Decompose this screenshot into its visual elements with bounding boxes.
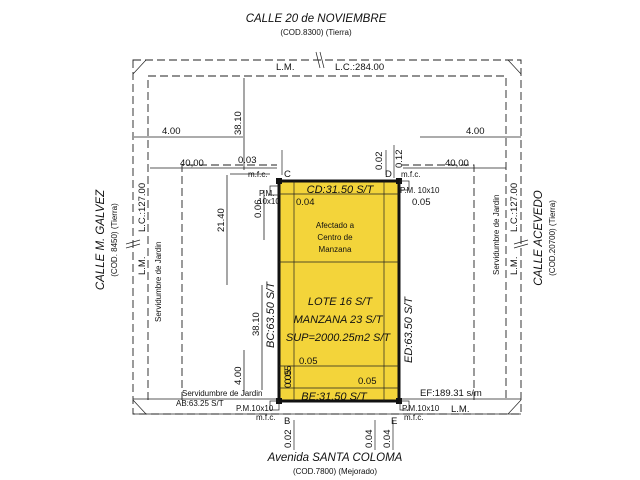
dim-40-00-left: 40,00 [180, 158, 204, 169]
dim-0-04-bottom-left: 0.04 [364, 430, 375, 449]
lot-surface: SUP=2000.25m2 S/T [286, 332, 392, 344]
pm-ne: P.M. 10x10 [400, 186, 440, 195]
point-e-marker [396, 398, 402, 404]
lm-label-top: L.M. [276, 62, 294, 73]
pm-se: P.M.10x10 [402, 404, 440, 413]
ab-label: AB:63.25 S/T [176, 399, 224, 408]
dim-4-00-left: 4.00 [162, 126, 181, 137]
servidumbre-label-west: Servidumbre de Jardin [154, 242, 163, 322]
street-east-code: (COD.20700) (Tierra) [548, 200, 557, 276]
lot-0-05-top: 0.05 [412, 197, 431, 208]
servidumbre-line-inner [147, 75, 507, 400]
pm-ne-box [399, 180, 410, 191]
servidumbre-label-east: Servidumbre de Jardin [492, 195, 501, 275]
lm-label-left: L.M. [137, 257, 148, 275]
pm-se-box [399, 400, 410, 411]
dim-0-05-bottom-left: 0.05 [283, 370, 294, 389]
lot-ed: ED:63.50 S/T [403, 296, 415, 363]
servidumbre-sw-label: Servidumbre de Jardin [182, 389, 262, 398]
dim-0-12: 0.12 [394, 150, 405, 169]
point-c-marker [276, 178, 282, 184]
lot-polygon [277, 179, 401, 403]
servidumbre-line-east-inner [402, 164, 475, 400]
tick-right-1 [513, 239, 529, 245]
tick-top-2 [319, 51, 325, 69]
pm-sw: P.M.10x10 [236, 404, 274, 413]
dim-0-04-bottom-right: 0.04 [382, 430, 393, 449]
dim-0-06: 0.06 [253, 200, 264, 219]
lot-0-04-top: 0.04 [296, 197, 315, 208]
lot-number: LOTE 16 S/T [308, 296, 373, 308]
street-south-code: (COD.7800) (Mejorado) [293, 467, 377, 476]
lc-label-left: L.C.:127.00 [137, 183, 148, 232]
point-b-label: B [284, 416, 290, 427]
lot-0-05-bottom-vert: 0.05 [283, 366, 294, 385]
lc-label-right: L.C.:127.00 [509, 183, 520, 232]
mfc-sw: m.f.c. [256, 413, 276, 422]
lc-label-top: L.C.:284.00 [335, 62, 384, 73]
dim-0-02-bottom: 0.02 [283, 430, 294, 449]
pm-nw-size: 10x10 [258, 197, 280, 206]
dim-21-40: 21.40 [216, 208, 227, 232]
lot-manzana: MANZANA 23 S/T [294, 314, 384, 326]
dim-0-03: 0.03 [238, 155, 257, 166]
lm-label-right: L.M. [509, 257, 520, 275]
chamfer-sw [132, 399, 147, 415]
street-north-code: (COD.8300) (Tierra) [280, 28, 352, 37]
street-west-code: (COD. 8450) (Tierra) [110, 203, 119, 277]
lot-0-05-inner: 0.05 [299, 356, 318, 367]
ef-label: EF:189.31 s/m [420, 388, 482, 399]
mfc-se: m.f.c. [404, 413, 424, 422]
tick-left-2 [125, 243, 141, 249]
tick-top-1 [315, 51, 321, 69]
street-south-name: Avenida SANTA COLOMA [267, 452, 403, 464]
dim-0-02-top: 0.02 [374, 152, 385, 171]
pm-sw-box [269, 400, 280, 411]
pm-nw: P.M. [259, 189, 274, 198]
lot-cd: CD:31.50 S/T [307, 184, 375, 196]
lot-afectado-2: Centro de [317, 233, 353, 242]
dim-40-00-right: 40,00 [445, 158, 469, 169]
lot-afectado-3: Manzana [319, 245, 352, 254]
point-d-marker [396, 178, 402, 184]
dim-4-00-sw: 4.00 [233, 367, 244, 386]
mfc-ne: m.f.c. [401, 170, 421, 179]
pm-nw-box [269, 185, 280, 196]
lot-be: BE:31.50 S/T [301, 391, 368, 403]
servidumbre-line-west-inner [181, 164, 277, 400]
street-west-name: CALLE M. GALVEZ [95, 189, 107, 290]
tick-left-1 [125, 239, 141, 245]
dim-4-00-right: 4.00 [466, 126, 485, 137]
lot-bc: BC:63.50 S/T [265, 281, 277, 348]
street-north-name: CALLE 20 de NOVIEMBRE [246, 13, 387, 25]
point-d-label: D [385, 169, 392, 180]
lot-0-05-bottom-right: 0.05 [358, 376, 377, 387]
point-c-label: C [284, 169, 291, 180]
street-east-name: CALLE ACEVEDO [533, 190, 545, 285]
chamfer-ne [507, 59, 522, 75]
chamfer-nw [132, 59, 147, 75]
tick-right-2 [513, 243, 529, 249]
mfc-nw: m.f.c. [248, 170, 268, 179]
dim-38-10-top: 38.10 [233, 111, 244, 135]
chamfer-se [507, 399, 522, 415]
lm-label-bottom: L.M. [451, 404, 469, 415]
lot-afectado-1: Afectado a [316, 221, 355, 230]
point-e-label: E [391, 416, 397, 427]
dim-38-10-mid: 38.10 [251, 312, 262, 336]
